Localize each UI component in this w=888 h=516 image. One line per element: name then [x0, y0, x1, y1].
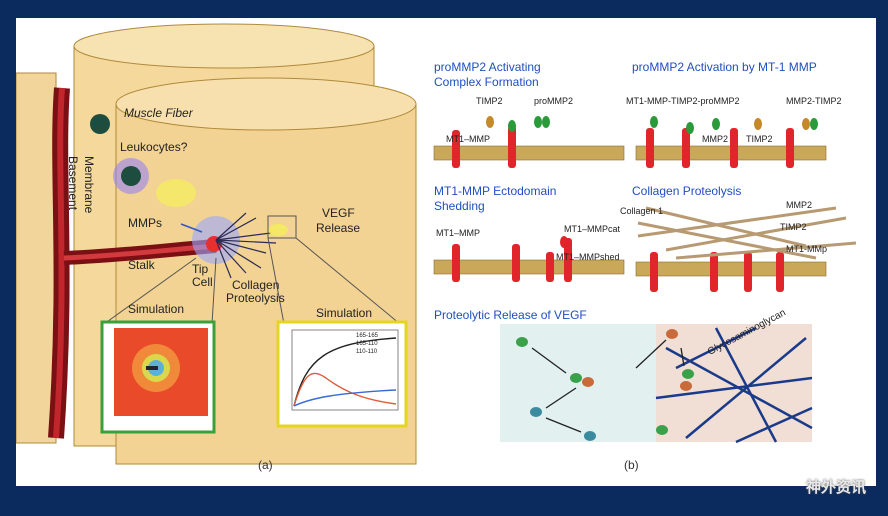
mmp2-timp2-label: MMP2-TIMP2 [786, 96, 842, 106]
heatmap-sprout [146, 366, 158, 370]
tip-label-2: Cell [192, 275, 213, 289]
plot-legend-item: 165-110 [356, 341, 378, 347]
plot-legend: 165-165 165-110 110-110 [356, 332, 378, 356]
mt1mmp-shed-label: MT1–MMPshed [556, 252, 620, 262]
title-vegf: Proteolytic Release of VEGF [434, 308, 587, 322]
prommp2-label: proMMP2 [534, 96, 574, 106]
mt1mmp-shed-left-label: MT1–MMP [436, 228, 481, 238]
vegf-molecules [516, 329, 694, 441]
vegf-glow-2 [268, 224, 288, 236]
caption-b: (b) [624, 458, 639, 472]
tip-box-line-1 [103, 257, 197, 325]
leukocytes-label: Leukocytes? [120, 140, 188, 154]
cylinder-back-top [73, 23, 375, 69]
complex-label: MT1-MMP-TIMP2-proMMP2 [626, 96, 740, 106]
plot-legend-item: 165-165 [356, 333, 379, 339]
mmps-label: MMPs [128, 216, 162, 230]
title-shedding-2: Shedding [434, 199, 485, 213]
muscle-fiber-label: Muscle Fiber [124, 106, 193, 120]
muscle-fiber-top [115, 77, 417, 131]
simulation-right-label: Simulation [316, 306, 373, 320]
mmp-molecules [486, 116, 818, 248]
tip-box-line-2 [211, 257, 217, 325]
vegf-box-line-2 [295, 237, 401, 325]
vegf-glow [156, 179, 196, 207]
vegf-label-1: VEGF [322, 206, 355, 220]
mt1mmp-label: MT1–MMP [446, 134, 491, 144]
title-activating-1: proMMP2 Activating [434, 60, 541, 74]
vegf-arrows [531, 339, 685, 433]
mmps-arrow [180, 223, 203, 233]
collagen-fibers [637, 206, 857, 260]
leukocyte-1 [90, 114, 110, 134]
stalk-label: Stalk [128, 258, 155, 272]
collagen1-label: Collagen 1 [620, 206, 664, 216]
plot-legend-item: 110-110 [356, 349, 378, 355]
timp2-label: TIMP2 [476, 96, 503, 106]
figure-frame: Muscle Fiber Basement Membrane Leukocyte… [16, 18, 876, 486]
vessel-vertical-inner [53, 87, 65, 439]
glycosaminoglycan-network [655, 326, 813, 444]
simulation-plot-axes [291, 329, 399, 411]
collagen-label-2: Proteolysis [226, 291, 285, 305]
mmp2-label: MMP2 [702, 134, 729, 144]
vegf-box [267, 215, 297, 239]
title-activating-2: Complex Formation [434, 75, 539, 89]
tip-label-1: Tip [192, 262, 209, 276]
title-collagen: Collagen Proteolysis [632, 184, 742, 198]
vegf-box-line-1 [267, 237, 285, 325]
tip-cell-filopodia [215, 212, 277, 279]
figure-graphics [16, 23, 857, 465]
basement-membrane-label-2: Membrane [82, 156, 96, 214]
leukocyte-2 [121, 166, 141, 186]
curve-165-110 [293, 372, 397, 407]
coll-mmp2-label: MMP2 [786, 200, 813, 210]
timp2-b-label: TIMP2 [746, 134, 773, 144]
simulation-left-label: Simulation [128, 302, 185, 316]
cylinder-left [16, 72, 57, 444]
basement-membrane-label-1: Basement [66, 156, 80, 211]
watermark: 神外资讯 [806, 479, 867, 496]
title-activation-mt1: proMMP2 Activation by MT-1 MMP [632, 60, 817, 74]
mt1-mmp-proteins [452, 126, 794, 292]
coll-timp2-label: TIMP2 [780, 222, 807, 232]
coll-mt1-label: MT1-MMp [786, 244, 827, 254]
caption-a: (a) [258, 458, 273, 472]
curve-110-110 [293, 389, 397, 407]
mt1mmp-cat-label: MT1–MMPcat [564, 224, 621, 234]
collagen-label-1: Collagen [232, 278, 280, 292]
title-shedding-1: MT1-MMP Ectodomain [434, 184, 557, 198]
vegf-label-2: Release [316, 221, 361, 235]
